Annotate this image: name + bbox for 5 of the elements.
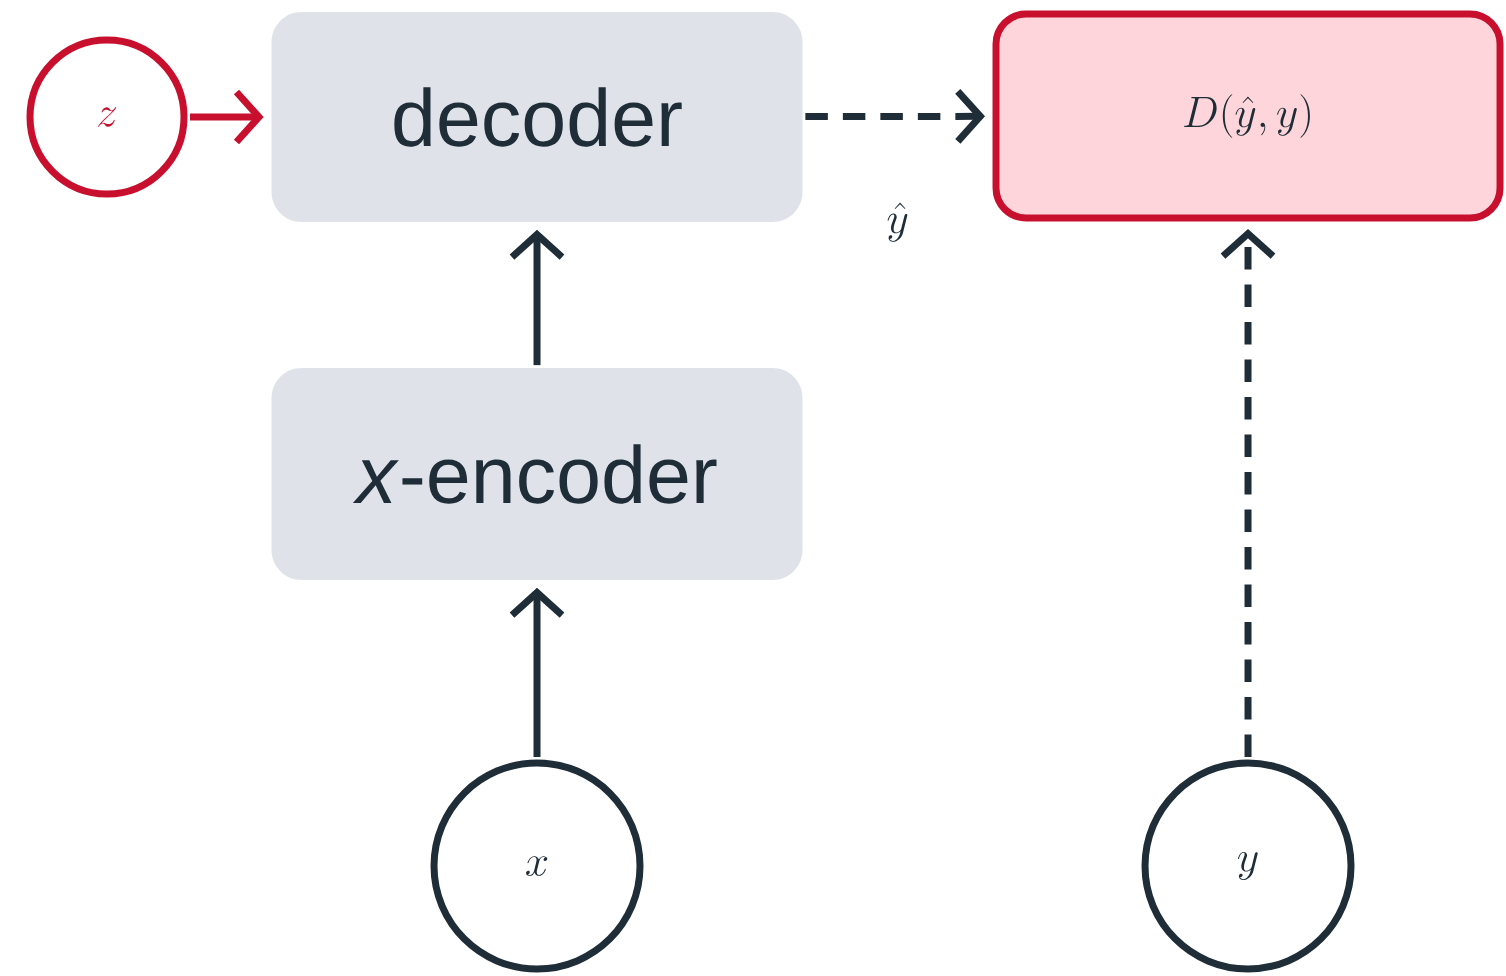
edge-label: $\hat{y}$	[887, 202, 908, 242]
process-box: x-encoder	[271, 368, 803, 580]
loss-box: $D(\hat{y}, y)$	[992, 10, 1504, 222]
arrow	[509, 229, 565, 366]
process-box: decoder	[271, 12, 803, 222]
